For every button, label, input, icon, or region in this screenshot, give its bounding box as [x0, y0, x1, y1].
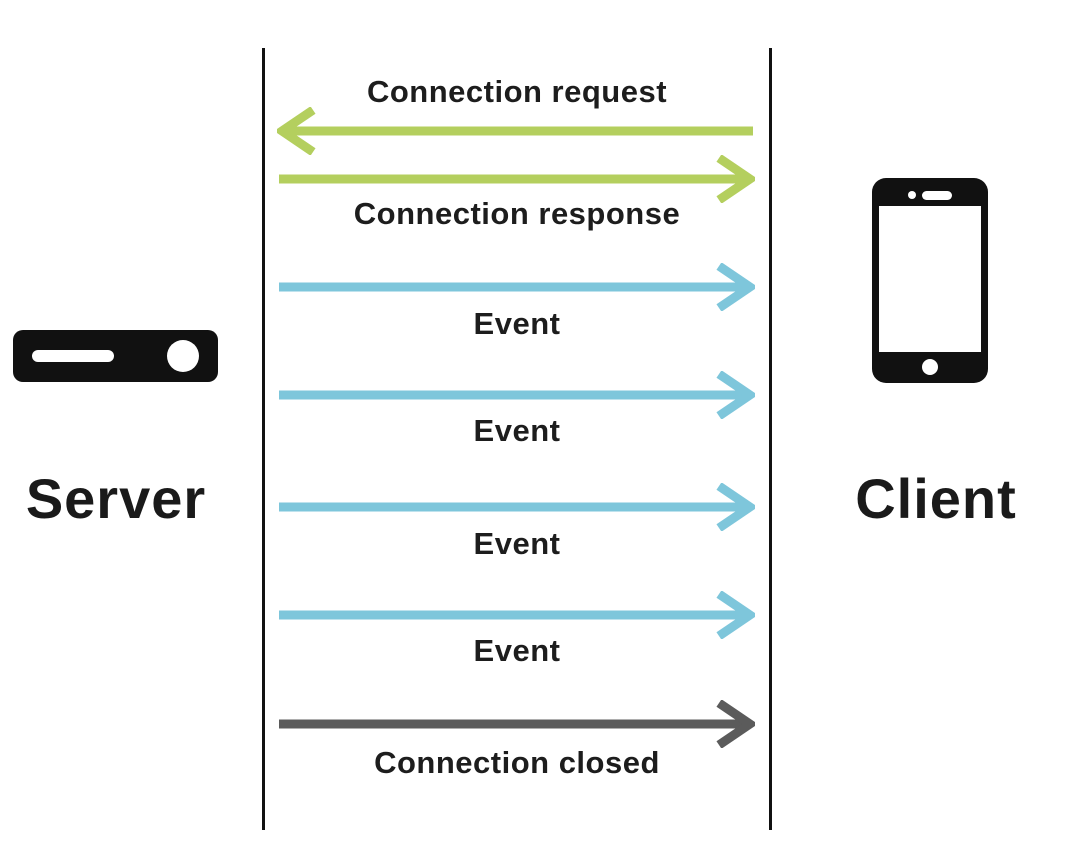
arrow-connection-response-right — [279, 155, 755, 203]
smartphone-icon — [872, 178, 988, 383]
message-label-event: Event — [473, 413, 561, 448]
phone-home-button — [922, 359, 938, 375]
phone-screen — [879, 206, 981, 352]
arrow-connection-request-left — [277, 107, 753, 155]
arrow-event-right — [279, 263, 755, 311]
arrow-event-right — [279, 371, 755, 419]
phone-speaker-bar — [922, 191, 952, 200]
arrow-connection-closed-right — [279, 700, 755, 748]
server-icon-slot — [32, 350, 114, 362]
server-lifeline — [262, 48, 265, 830]
arrow-event-right — [279, 591, 755, 639]
message-label-event: Event — [473, 526, 561, 561]
message-label-connection-response: Connection response — [353, 196, 681, 231]
message-label-event: Event — [473, 633, 561, 668]
phone-camera-dot — [908, 191, 916, 199]
client-lifeline — [769, 48, 772, 830]
message-label-connection-closed: Connection closed — [374, 745, 660, 780]
arrow-event-right — [279, 483, 755, 531]
server-actor-label: Server — [25, 467, 207, 530]
server-icon-led — [167, 340, 199, 372]
client-actor-label: Client — [855, 467, 1017, 530]
message-label-event: Event — [473, 306, 561, 341]
server-icon — [13, 330, 218, 382]
message-label-connection-request: Connection request — [366, 74, 668, 109]
